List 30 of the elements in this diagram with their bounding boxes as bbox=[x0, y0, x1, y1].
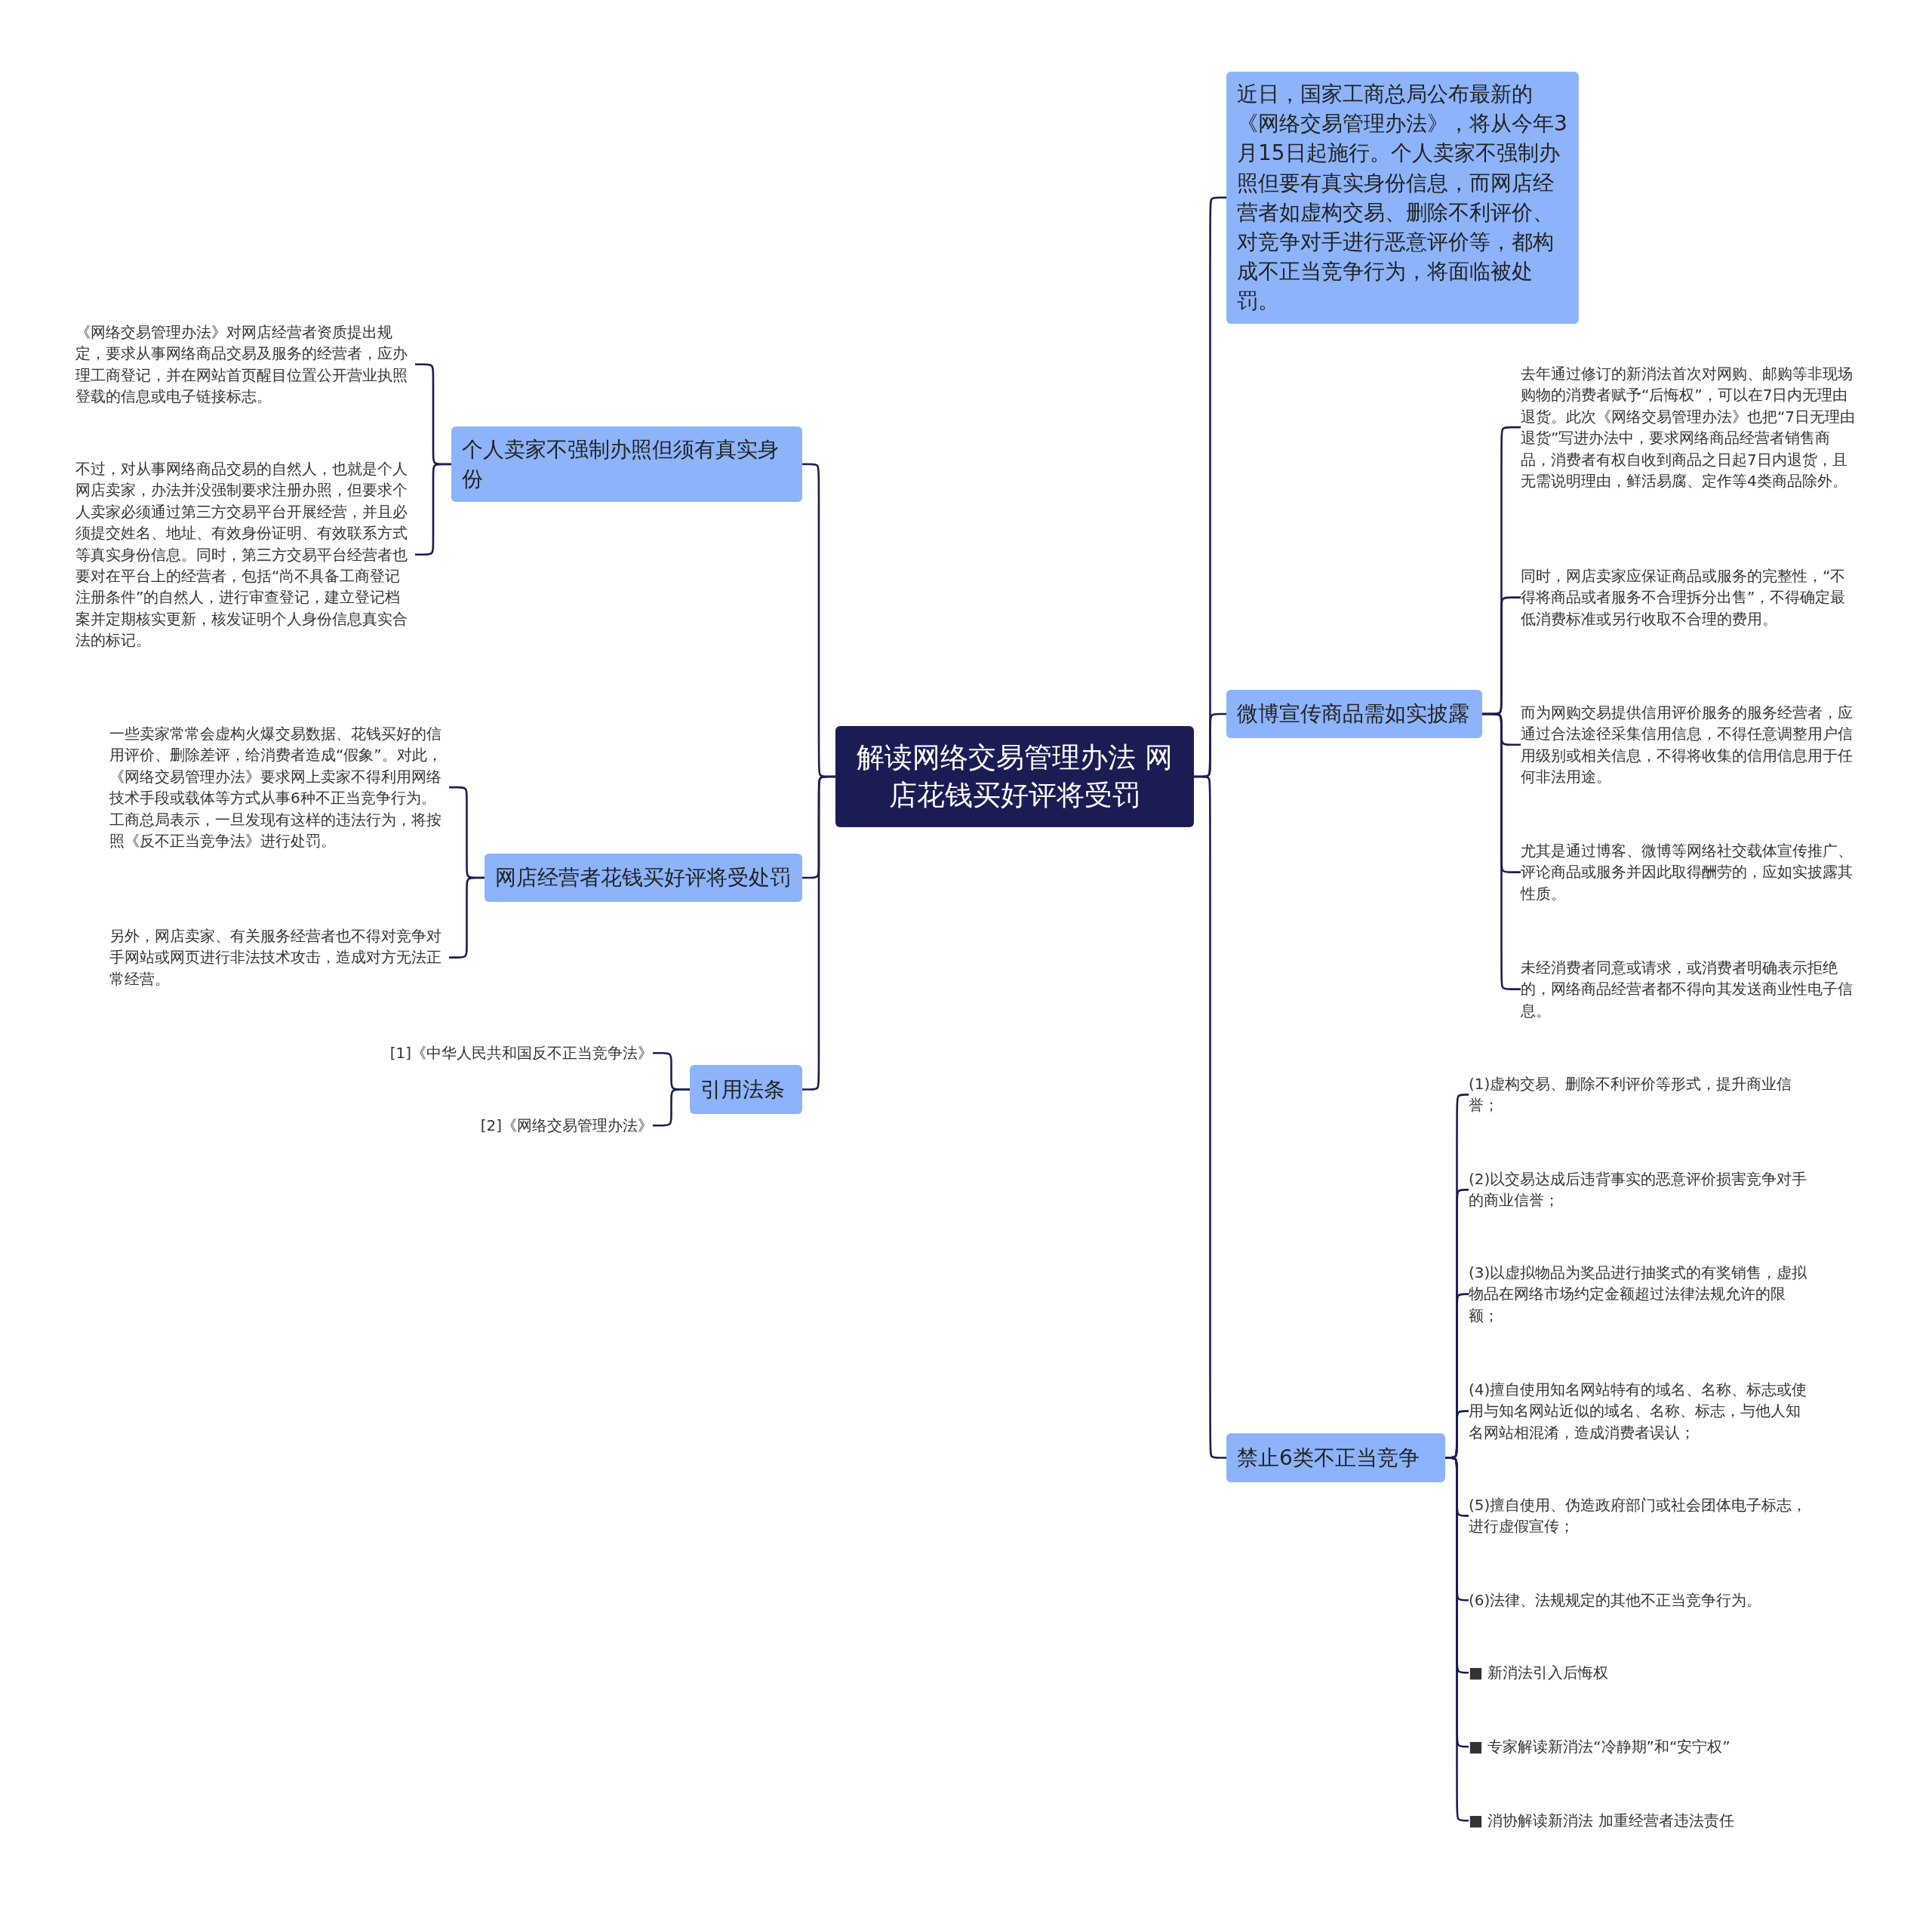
subtopic-text: 同时，网店卖家应保证商品或服务的完整性，“不得将商品或者服务不合理拆分出售”，不得确定最低消费标准或另行收取不合理的费用。 bbox=[1521, 566, 1847, 629]
subtopic-text: [2]《网络交易管理办法》 bbox=[480, 1116, 653, 1136]
topic-box: 微博宣传商品需如实披露 bbox=[1226, 690, 1482, 738]
subtopic-text: 引用法条 bbox=[690, 1065, 802, 1114]
subtopic-text: 不过，对从事网络商品交易的自然人，也就是个人网店卖家，办法并没强制要求注册办照，但要求个人卖家必须通过第三方交易平台开展经营，并且必须提交姓名、地址、有效身份证明、有效联系方式等真实身份信息。同时，第三方交易平台经营者也要对在平台上的经营者，包括“尚不具备工商登记注册条件”的自然人，进行审查登记，建立登记档案并定期核实更新，核发证明个人身份信息真实合法的标记。 bbox=[75, 459, 408, 651]
subtopic-text: 禁止6类不正当竞争 bbox=[1226, 1433, 1445, 1482]
subtopic-text: (3)以虚拟物品为奖品进行抽奖式的有奖销售，虚拟物品在网络市场约定金额超过法律法规允许的限额； bbox=[1469, 1263, 1808, 1326]
topic-box: 近日，国家工商总局公布最新的《网络交易管理办法》，将从今年3月15日起施行。个人卖家不强制办照但要有真实身份信息，而网店经营者如虚构交易、删除不利评价、对竞争对手进行恶意评价等，都构成不正当竞争行为，将面临被处罚。 bbox=[1226, 72, 1579, 324]
subtopic-text: (2)以交易达成后违背事实的恶意评价损害竞争对手的商业信誉； bbox=[1469, 1169, 1808, 1211]
subtopic-text: ■ 新消法引入后悔权 bbox=[1469, 1663, 1609, 1683]
subtopic-text: 未经消费者同意或请求，或消费者明确表示拒绝的，网络商品经营者都不得向其发送商业性电子信息。 bbox=[1521, 958, 1854, 1021]
central-topic: 解读网络交易管理办法 网店花钱买好评将受罚 bbox=[835, 726, 1194, 827]
subtopic-text: (5)擅自使用、伪造政府部门或社会团体电子标志，进行虚假宣传； bbox=[1469, 1495, 1808, 1537]
subtopic-text: 一些卖家常常会虚构火爆交易数据、花钱买好的信用评价、删除差评，给消费者造成“假象”。对此，《网络交易管理办法》要求网上卖家不得利用网络技术手段或载体等方式从事6种不正当竞争行为。工商总局表示，一旦发现有这样的违法行为，将按照《反不正当竞争法》进行处罚。 bbox=[109, 724, 443, 851]
subtopic-text: [1]《中华人民共和国反不正当竞争法》 bbox=[389, 1043, 653, 1063]
subtopic-text: (4)擅自使用知名网站特有的域名、名称、标志或使用与知名网站近似的域名、名称、标志，与他人知名网站相混淆，造成消费者误认； bbox=[1469, 1380, 1808, 1443]
connector-line bbox=[802, 775, 835, 1091]
subtopic-text: 尤其是通过博客、微博等网络社交载体宣传推广、评论商品或服务并因此取得酬劳的，应如实披露其性质。 bbox=[1521, 841, 1854, 904]
subtopic-text: 个人卖家不强制办照但须有真实身份 bbox=[451, 426, 802, 502]
subtopic-text: (6)法律、法规规定的其他不正当竞争行为。 bbox=[1469, 1590, 1762, 1611]
subtopic-text: 去年通过修订的新消法首次对网购、邮购等非现场购物的消费者赋予“后悔权”，可以在7日内无理由退货。此次《网络交易管理办法》也把“7日无理由退货”写进办法中，要求网络商品经营者销售商品，消费者有权自收到商品之日起7日内退货，且无需说明理由，鲜活易腐、定作等4类商品除外。 bbox=[1521, 364, 1857, 491]
subtopic-text: 网店经营者花钱买好评将受处罚 bbox=[485, 854, 802, 902]
subtopic-text: 另外，网店卖家、有关服务经营者也不得对竞争对手网站或网页进行非法技术攻击，造成对方无法正常经营。 bbox=[109, 926, 442, 989]
subtopic-text: 《网络交易管理办法》对网店经营者资质提出规定，要求从事网络商品交易及服务的经营者，应办理工商登记，并在网站首页醒目位置公开营业执照登载的信息或电子链接标志。 bbox=[75, 322, 408, 408]
connector-line bbox=[653, 1088, 690, 1127]
connector-line bbox=[1194, 775, 1226, 1459]
subtopic-text: 而为网购交易提供信用评价服务的服务经营者，应通过合法途径采集信用信息，不得任意调整用户信用级别或相关信息，不得将收集的信用信息用于任何非法用途。 bbox=[1521, 703, 1854, 788]
subtopic-text: ■ 消协解读新消法 加重经营者违法责任 bbox=[1469, 1811, 1734, 1831]
subtopic-text: ■ 专家解读新消法“冷静期”和“安宁权” bbox=[1469, 1737, 1730, 1757]
subtopic-text: (1)虚构交易、删除不利评价等形式，提升商业信誉； bbox=[1469, 1074, 1793, 1116]
